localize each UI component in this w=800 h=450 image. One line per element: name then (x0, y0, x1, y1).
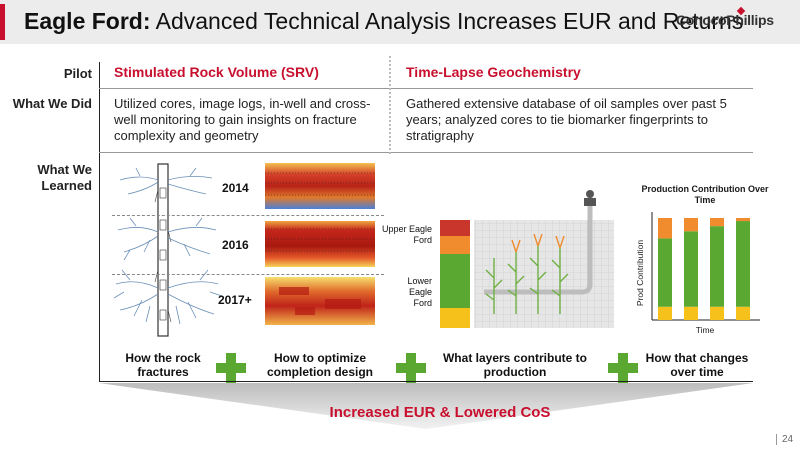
geochem-description: Gathered extensive database of oil sampl… (406, 96, 727, 143)
row-label-what-we-did: What We Did (12, 96, 92, 111)
bar-1-segment-1 (684, 231, 698, 307)
srv-heatmaps (265, 163, 375, 325)
row-label-pilot: Pilot (63, 66, 92, 81)
chart-title: Production Contribution Over Time (641, 184, 769, 205)
fracture-illustration (113, 163, 223, 337)
year-label-2016: 2016 (222, 238, 249, 252)
row-divider-1 (99, 88, 753, 89)
page-title: Eagle Ford: Advanced Technical Analysis … (24, 8, 743, 35)
chart-x-label: Time (695, 325, 715, 335)
title-accent-bar (0, 4, 5, 40)
plus-icon-3 (608, 353, 638, 383)
summary-changes-over-time: How that changes over time (645, 351, 749, 379)
summary-layers-contribute: What layers contribute to production (442, 351, 588, 379)
column-divider (389, 56, 391, 154)
summary-completion-design: How to optimize completion design (266, 351, 373, 379)
srv-row-divider-1 (112, 215, 384, 216)
title-bar (0, 0, 800, 44)
geochem-pilot-title: Time-Lapse Geochemistry (406, 64, 581, 80)
geochem-illustration (440, 190, 614, 328)
summary-underline (99, 381, 753, 382)
title-bold: Eagle Ford: (24, 8, 151, 34)
bar-2-segment-0 (710, 306, 724, 320)
srv-row-divider-2 (112, 274, 384, 275)
title-rest: Advanced Technical Analysis Increases EU… (150, 8, 744, 34)
bar-1-segment-2 (684, 218, 698, 232)
upper-eagle-ford-label: Upper Eagle Ford (381, 224, 432, 245)
bar-3-segment-1 (736, 221, 750, 307)
row-divider-2 (99, 152, 753, 153)
year-label-2014: 2014 (222, 181, 249, 195)
bar-0-segment-1 (658, 238, 672, 307)
bar-3-segment-2 (736, 218, 750, 222)
lower-eagle-ford-label: Lower Eagle Ford (407, 276, 432, 308)
plus-icon-2 (396, 353, 426, 383)
bar-3-segment-0 (736, 306, 750, 320)
result-funnel (99, 383, 753, 429)
plus-icon-1 (216, 353, 246, 383)
bar-0-segment-2 (658, 218, 672, 239)
production-chart (651, 212, 760, 321)
srv-pilot-title: Stimulated Rock Volume (SRV) (114, 64, 319, 80)
year-label-2017-plus: 2017+ (218, 293, 252, 307)
result-text: Increased EUR & Lowered CoS (329, 404, 551, 421)
summary-rock-fractures: How the rock fractures (125, 351, 201, 379)
row-label-what-we-learned: What We Learned (37, 162, 92, 193)
srv-description: Utilized cores, image logs, in-well and … (114, 96, 371, 143)
company-logo: ConocoPhillips (676, 12, 774, 28)
bar-0-segment-0 (658, 306, 672, 320)
bar-2-segment-1 (710, 226, 724, 307)
bar-2-segment-2 (710, 218, 724, 227)
bar-1-segment-0 (684, 306, 698, 320)
vertical-divider (99, 62, 100, 382)
page-number: 24 (776, 434, 793, 445)
